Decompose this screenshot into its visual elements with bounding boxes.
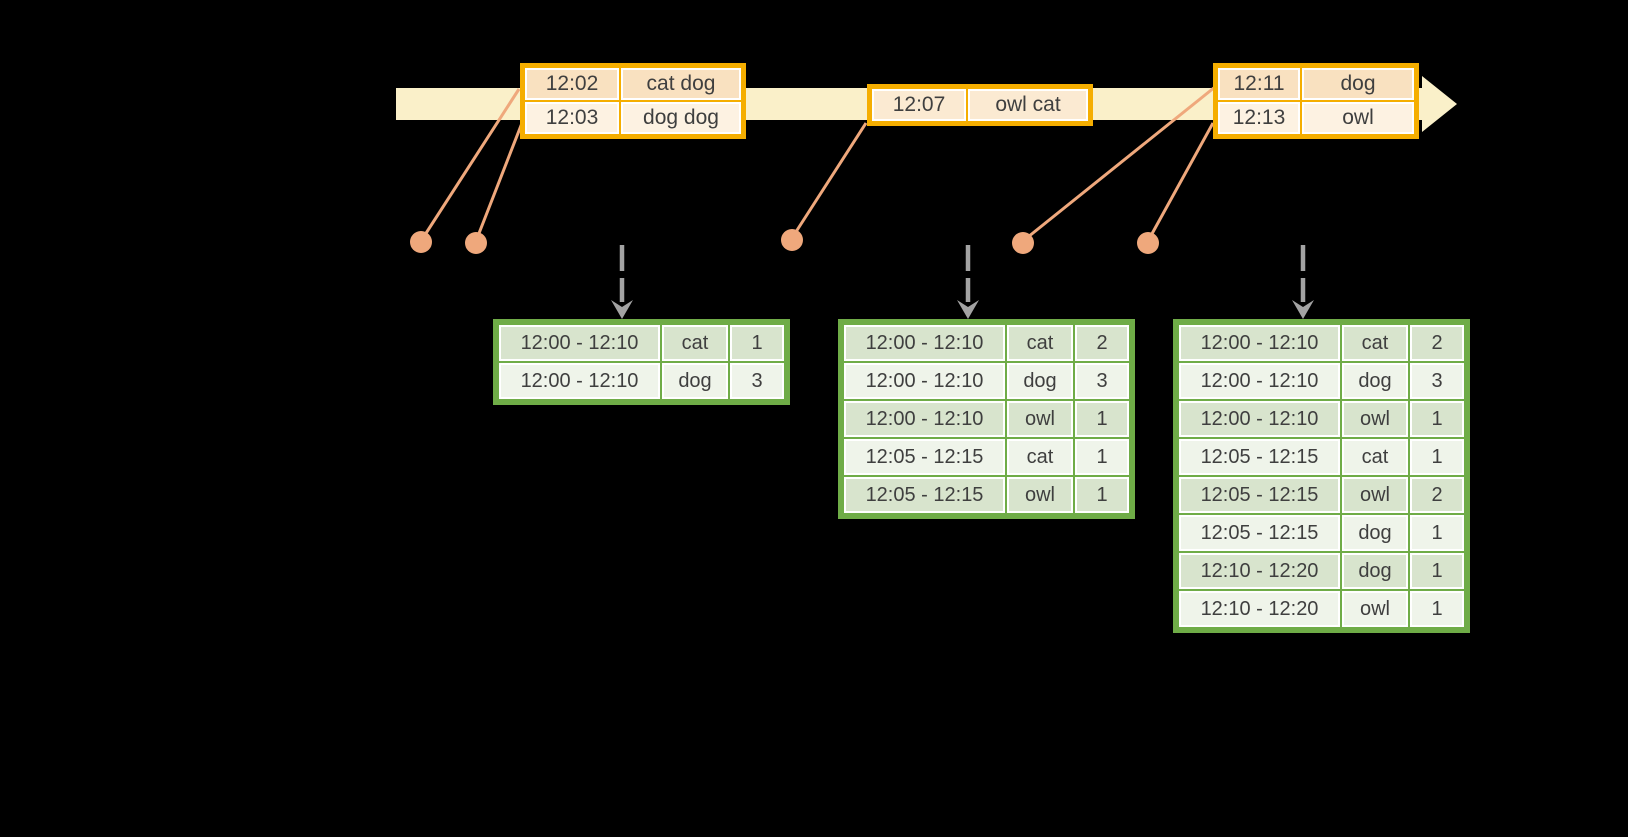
table-cell: owl	[1342, 477, 1408, 513]
table-cell: 12:00 - 12:10	[844, 363, 1005, 399]
table-cell: 1	[1410, 553, 1464, 589]
table-cell: 12:03	[525, 102, 619, 134]
table-cell: dog	[1007, 363, 1073, 399]
table-cell: 12:02	[525, 68, 619, 100]
table-cell: owl	[1342, 591, 1408, 627]
connector-line	[1146, 122, 1215, 242]
event-dot	[410, 231, 432, 253]
table-cell: 12:10 - 12:20	[1179, 591, 1340, 627]
table-cell: 1	[730, 325, 784, 361]
table-cell: dog	[662, 363, 728, 399]
table-cell: 2	[1410, 325, 1464, 361]
table-cell: dog	[1342, 515, 1408, 551]
table-cell: owl	[1342, 401, 1408, 437]
trigger-arrow-icon	[611, 245, 633, 319]
table-cell: dog	[1342, 363, 1408, 399]
table-cell: 3	[1075, 363, 1129, 399]
table-cell: 12:05 - 12:15	[1179, 515, 1340, 551]
trigger-arrow-icon	[1292, 245, 1314, 319]
table-cell: cat	[1342, 439, 1408, 475]
table-cell: 12:05 - 12:15	[844, 439, 1005, 475]
table-cell: 1	[1410, 515, 1464, 551]
table-cell: 12:00 - 12:10	[1179, 363, 1340, 399]
table-cell: cat	[1342, 325, 1408, 361]
table-cell: cat	[1007, 325, 1073, 361]
table-cell: 1	[1075, 439, 1129, 475]
table-cell: 12:07	[872, 89, 966, 121]
event-dot	[781, 229, 803, 251]
table-cell: 1	[1410, 439, 1464, 475]
table-cell: owl	[1007, 477, 1073, 513]
table-cell: 12:00 - 12:10	[844, 401, 1005, 437]
table-cell: 1	[1410, 591, 1464, 627]
event-dot	[465, 232, 487, 254]
trigger-arrow-icon	[957, 245, 979, 319]
event-dot	[1012, 232, 1034, 254]
table-cell: 2	[1075, 325, 1129, 361]
table-cell: dog	[1302, 68, 1414, 100]
timeline-arrowhead-icon	[1422, 76, 1457, 132]
table-cell: 2	[1410, 477, 1464, 513]
table-cell: 12:13	[1218, 102, 1300, 134]
table-cell: owl	[1302, 102, 1414, 134]
table-cell: cat	[662, 325, 728, 361]
table-cell: dog dog	[621, 102, 741, 134]
table-cell: 1	[1075, 401, 1129, 437]
table-cell: 12:05 - 12:15	[1179, 477, 1340, 513]
table-cell: 1	[1410, 401, 1464, 437]
connector-line	[790, 122, 868, 239]
event-dot	[1137, 232, 1159, 254]
connector-line	[419, 88, 521, 242]
table-cell: 12:11	[1218, 68, 1300, 100]
table-cell: 12:00 - 12:10	[499, 363, 660, 399]
connector-line	[1022, 85, 1216, 243]
table-cell: 3	[1410, 363, 1464, 399]
table-cell: 12:00 - 12:10	[499, 325, 660, 361]
table-cell: owl cat	[968, 89, 1088, 121]
connector-line	[474, 122, 524, 242]
table-cell: 12:00 - 12:10	[1179, 401, 1340, 437]
table-cell: owl	[1007, 401, 1073, 437]
table-cell: 12:00 - 12:10	[1179, 325, 1340, 361]
table-cell: 1	[1075, 477, 1129, 513]
table-cell: 12:00 - 12:10	[844, 325, 1005, 361]
table-cell: dog	[1342, 553, 1408, 589]
table-cell: 12:10 - 12:20	[1179, 553, 1340, 589]
table-cell: cat dog	[621, 68, 741, 100]
table-cell: cat	[1007, 439, 1073, 475]
table-cell: 12:05 - 12:15	[844, 477, 1005, 513]
table-cell: 3	[730, 363, 784, 399]
table-cell: 12:05 - 12:15	[1179, 439, 1340, 475]
